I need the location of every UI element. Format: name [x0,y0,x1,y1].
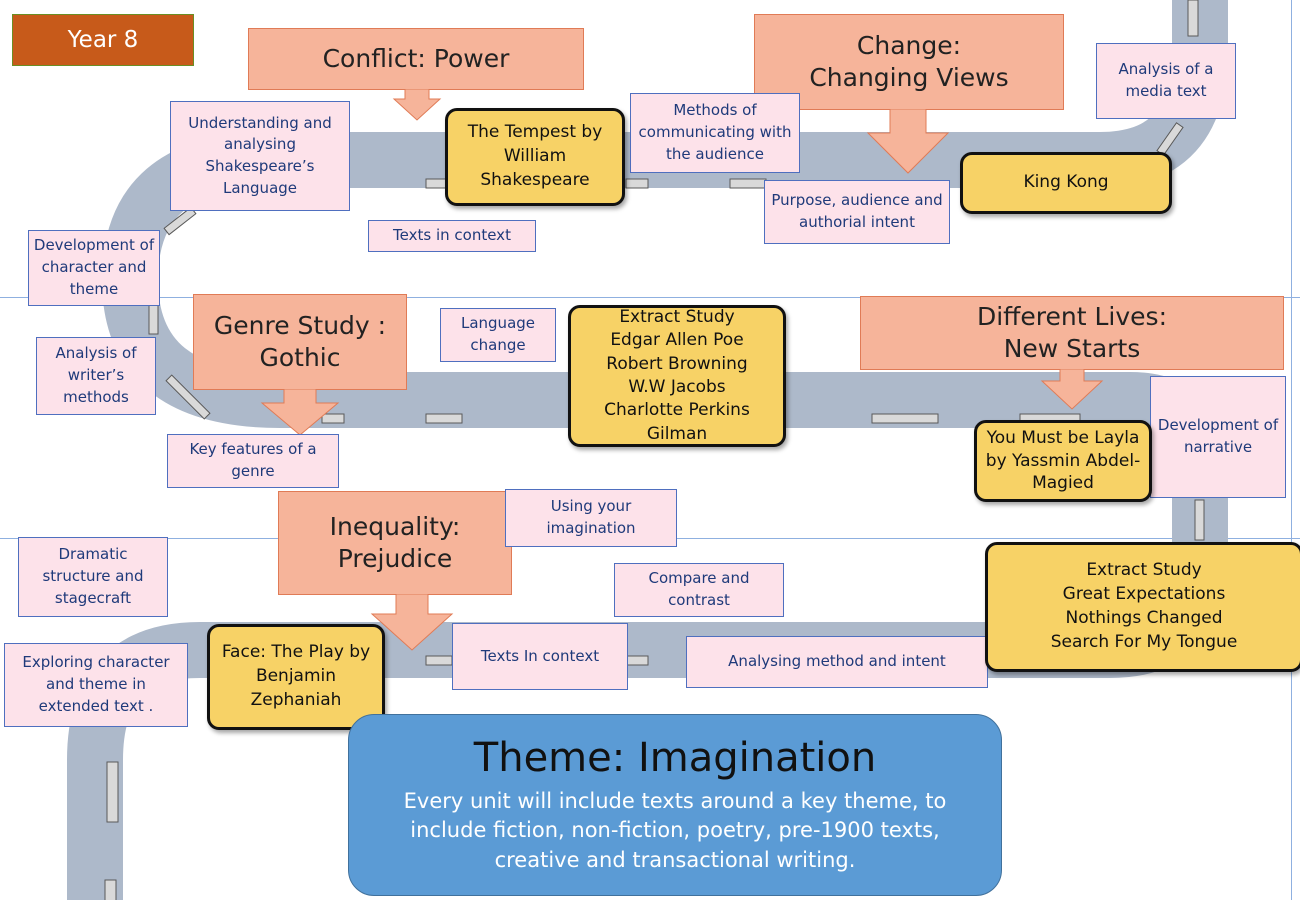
skill-text: Analysis of a media text [1118,60,1214,100]
text-line: Nothings Changed [1065,608,1223,628]
skill-text: Dramatic structure and stagecraft [42,545,144,607]
text-title: Face: The Play by Benjamin Zephaniah [221,642,371,710]
text-poetry-extracts: Extract Study Great Expectations Nothing… [985,542,1300,672]
theme-title: Theme: Imagination [473,734,877,781]
text-you-must-be-layla: You Must be Layla by Yassmin Abdel-Magie… [974,420,1152,502]
banner-arrow [1040,369,1104,410]
text-the-tempest: The Tempest by William Shakespeare [445,108,625,206]
skill-text: Purpose, audience and authorial intent [771,191,943,231]
banner-arrow [260,389,340,436]
banner-arrow [866,109,950,174]
unit-banner-inequality: Inequality: Prejudice [278,491,512,595]
text-title: The Tempest by William Shakespeare [467,122,603,190]
skill-compare-contrast: Compare and contrast [614,563,784,617]
skill-text: Methods of communicating with the audien… [638,101,792,163]
unit-title: Change: [856,30,962,60]
unit-subtitle: Gothic [259,343,341,372]
year-label-text: Year 8 [67,27,139,53]
text-line: Extract Study [619,306,735,327]
text-gothic-extracts: Extract Study Edgar Allen Poe Robert Bro… [568,305,786,447]
unit-subtitle: New Starts [1003,334,1141,363]
unit-subtitle: Changing Views [809,63,1009,92]
text-line: Edgar Allen Poe [610,330,744,351]
skill-text: Texts in context [393,226,511,245]
guide-line [0,297,1300,298]
skill-purpose-audience: Purpose, audience and authorial intent [764,180,950,244]
guide-line [1291,0,1292,900]
year-label: Year 8 [12,14,194,66]
banner-arrow [370,594,454,651]
skill-method-intent: Analysing method and intent [686,636,988,688]
unit-banner-change: Change: Changing Views [754,14,1064,110]
skill-text: Key features of a genre [189,440,317,480]
skill-text: Texts In context [480,646,600,665]
skill-text: Analysing method and intent [728,652,946,671]
unit-banner-genre: Genre Study : Gothic [193,294,407,390]
text-line: Charlotte Perkins [604,400,750,421]
skill-imagination: Using your imagination [505,489,677,547]
unit-title: Conflict: Power [322,43,510,73]
text-title: King Kong [1023,172,1109,193]
skill-dramatic-structure: Dramatic structure and stagecraft [18,537,168,617]
skill-text: Understanding and analysing Shakespeare’… [188,113,332,197]
text-line: Search For My Tongue [1050,631,1238,652]
skill-text: Development of character and theme [33,236,155,298]
unit-title: Inequality: [329,511,461,541]
unit-banner-conflict: Conflict: Power [248,28,584,90]
skill-writers-methods: Analysis of writer’s methods [36,337,156,415]
text-line: Great Expectations [1062,584,1226,605]
text-line: W.W Jacobs [628,377,726,397]
skill-narrative-development: Development of narrative [1150,376,1286,498]
unit-title: Different Lives: [976,301,1167,331]
banner-arrow [392,89,442,121]
skill-text: Using your imagination [546,497,636,537]
theme-box: Theme: Imagination Every unit will inclu… [348,714,1002,896]
skill-character-theme: Development of character and theme [28,230,160,306]
skill-text: Language change [460,314,536,354]
text-line: Gilman [646,423,708,444]
skill-text: Exploring character and theme in extende… [22,653,170,715]
text-king-kong: King Kong [960,152,1172,214]
text-face-the-play: Face: The Play by Benjamin Zephaniah [207,624,385,730]
skill-genre-features: Key features of a genre [167,434,339,488]
theme-description: Every unit will include texts around a k… [403,788,947,872]
text-line: Extract Study [1086,560,1202,581]
skill-media-analysis: Analysis of a media text [1096,43,1236,119]
skill-methods-communicating: Methods of communicating with the audien… [630,93,800,173]
skill-text: Analysis of writer’s methods [55,344,137,406]
skill-texts-in-context: Texts in context [368,220,536,252]
skill-extended-text: Exploring character and theme in extende… [4,643,188,727]
skill-text: Compare and contrast [648,569,750,609]
unit-subtitle: Prejudice [337,544,453,573]
text-title: You Must be Layla by Yassmin Abdel-Magie… [985,427,1141,494]
unit-banner-different-lives: Different Lives: New Starts [860,296,1284,370]
skill-texts-in-context-2: Texts In context [452,623,628,690]
skill-language-change: Language change [440,308,556,362]
text-line: Robert Browning [606,353,748,374]
skill-text: Development of narrative [1157,416,1279,456]
skill-shakespeare-language: Understanding and analysing Shakespeare’… [170,101,350,211]
unit-title: Genre Study : [213,310,387,340]
